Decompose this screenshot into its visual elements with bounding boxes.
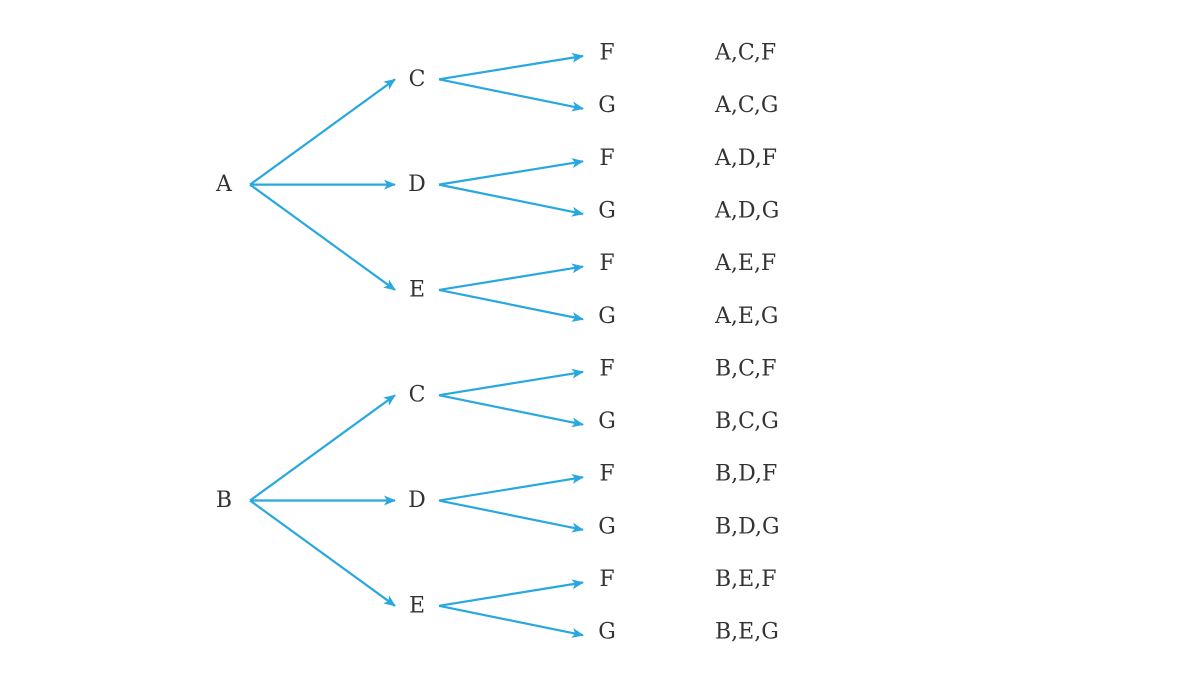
node-a-c: C (409, 67, 426, 92)
outcome-label: B,D,G (715, 514, 780, 539)
outcome-label: A,C,F (714, 41, 776, 66)
edges-layer (249, 52, 584, 638)
outcome-label: A,E,G (714, 304, 779, 329)
edge-a-1-1 (438, 183, 584, 217)
edge-b-0-0 (438, 368, 584, 397)
leaf-b-c-0: F (599, 356, 614, 381)
outcome-label: A,C,G (714, 93, 779, 118)
node-b-c: C (409, 383, 426, 408)
edge-a-2-0 (438, 263, 584, 292)
node-a-e: E (409, 277, 425, 302)
outcome-label: A,D,F (714, 146, 777, 171)
leaf-a-d-1: G (598, 198, 616, 223)
leaf-a-c-1: G (598, 93, 616, 118)
edge-a-1-0 (438, 158, 584, 186)
root-node-b: B (216, 488, 232, 513)
leaf-a-c-0: F (599, 41, 614, 66)
leaf-b-e-1: G (598, 620, 616, 645)
edge-a-0-0 (438, 52, 584, 81)
leaf-b-d-1: G (598, 514, 616, 539)
outcome-label: B,D,F (715, 462, 777, 487)
edge-b-2 (249, 499, 396, 607)
leaf-a-d-0: F (599, 146, 614, 171)
edge-b-1-0 (438, 474, 584, 502)
edge-b-1-1 (438, 499, 584, 533)
node-a-d: D (408, 172, 426, 197)
leaf-b-e-0: F (599, 567, 614, 592)
node-b-d: D (408, 488, 426, 513)
labels-layer: C F A,C,F G A,C,G D F A,D,F G A,D,G E F A,E,F G A,E,G A… (215, 41, 780, 645)
edge-a-2 (249, 183, 396, 291)
outcome-label: B,E,F (715, 567, 776, 592)
outcome-label: A,D,G (714, 198, 779, 223)
outcome-label: B,C,F (715, 356, 776, 381)
leaf-b-c-1: G (598, 409, 616, 434)
edge-b-0-1 (438, 394, 584, 428)
edge-b-2-1 (438, 604, 584, 638)
node-b-e: E (409, 593, 425, 618)
outcome-label: A,E,F (714, 251, 776, 276)
edge-a-2-1 (438, 288, 584, 322)
edge-b-0 (249, 394, 396, 502)
edge-a-0 (249, 78, 396, 186)
root-node-a: A (215, 172, 233, 197)
outcome-label: B,E,G (715, 620, 779, 645)
leaf-a-e-1: G (598, 304, 616, 329)
edge-a-0-1 (438, 78, 584, 112)
outcome-label: B,C,G (715, 409, 779, 434)
leaf-b-d-0: F (599, 462, 614, 487)
leaf-a-e-0: F (599, 251, 614, 276)
edge-b-2-0 (438, 579, 584, 607)
